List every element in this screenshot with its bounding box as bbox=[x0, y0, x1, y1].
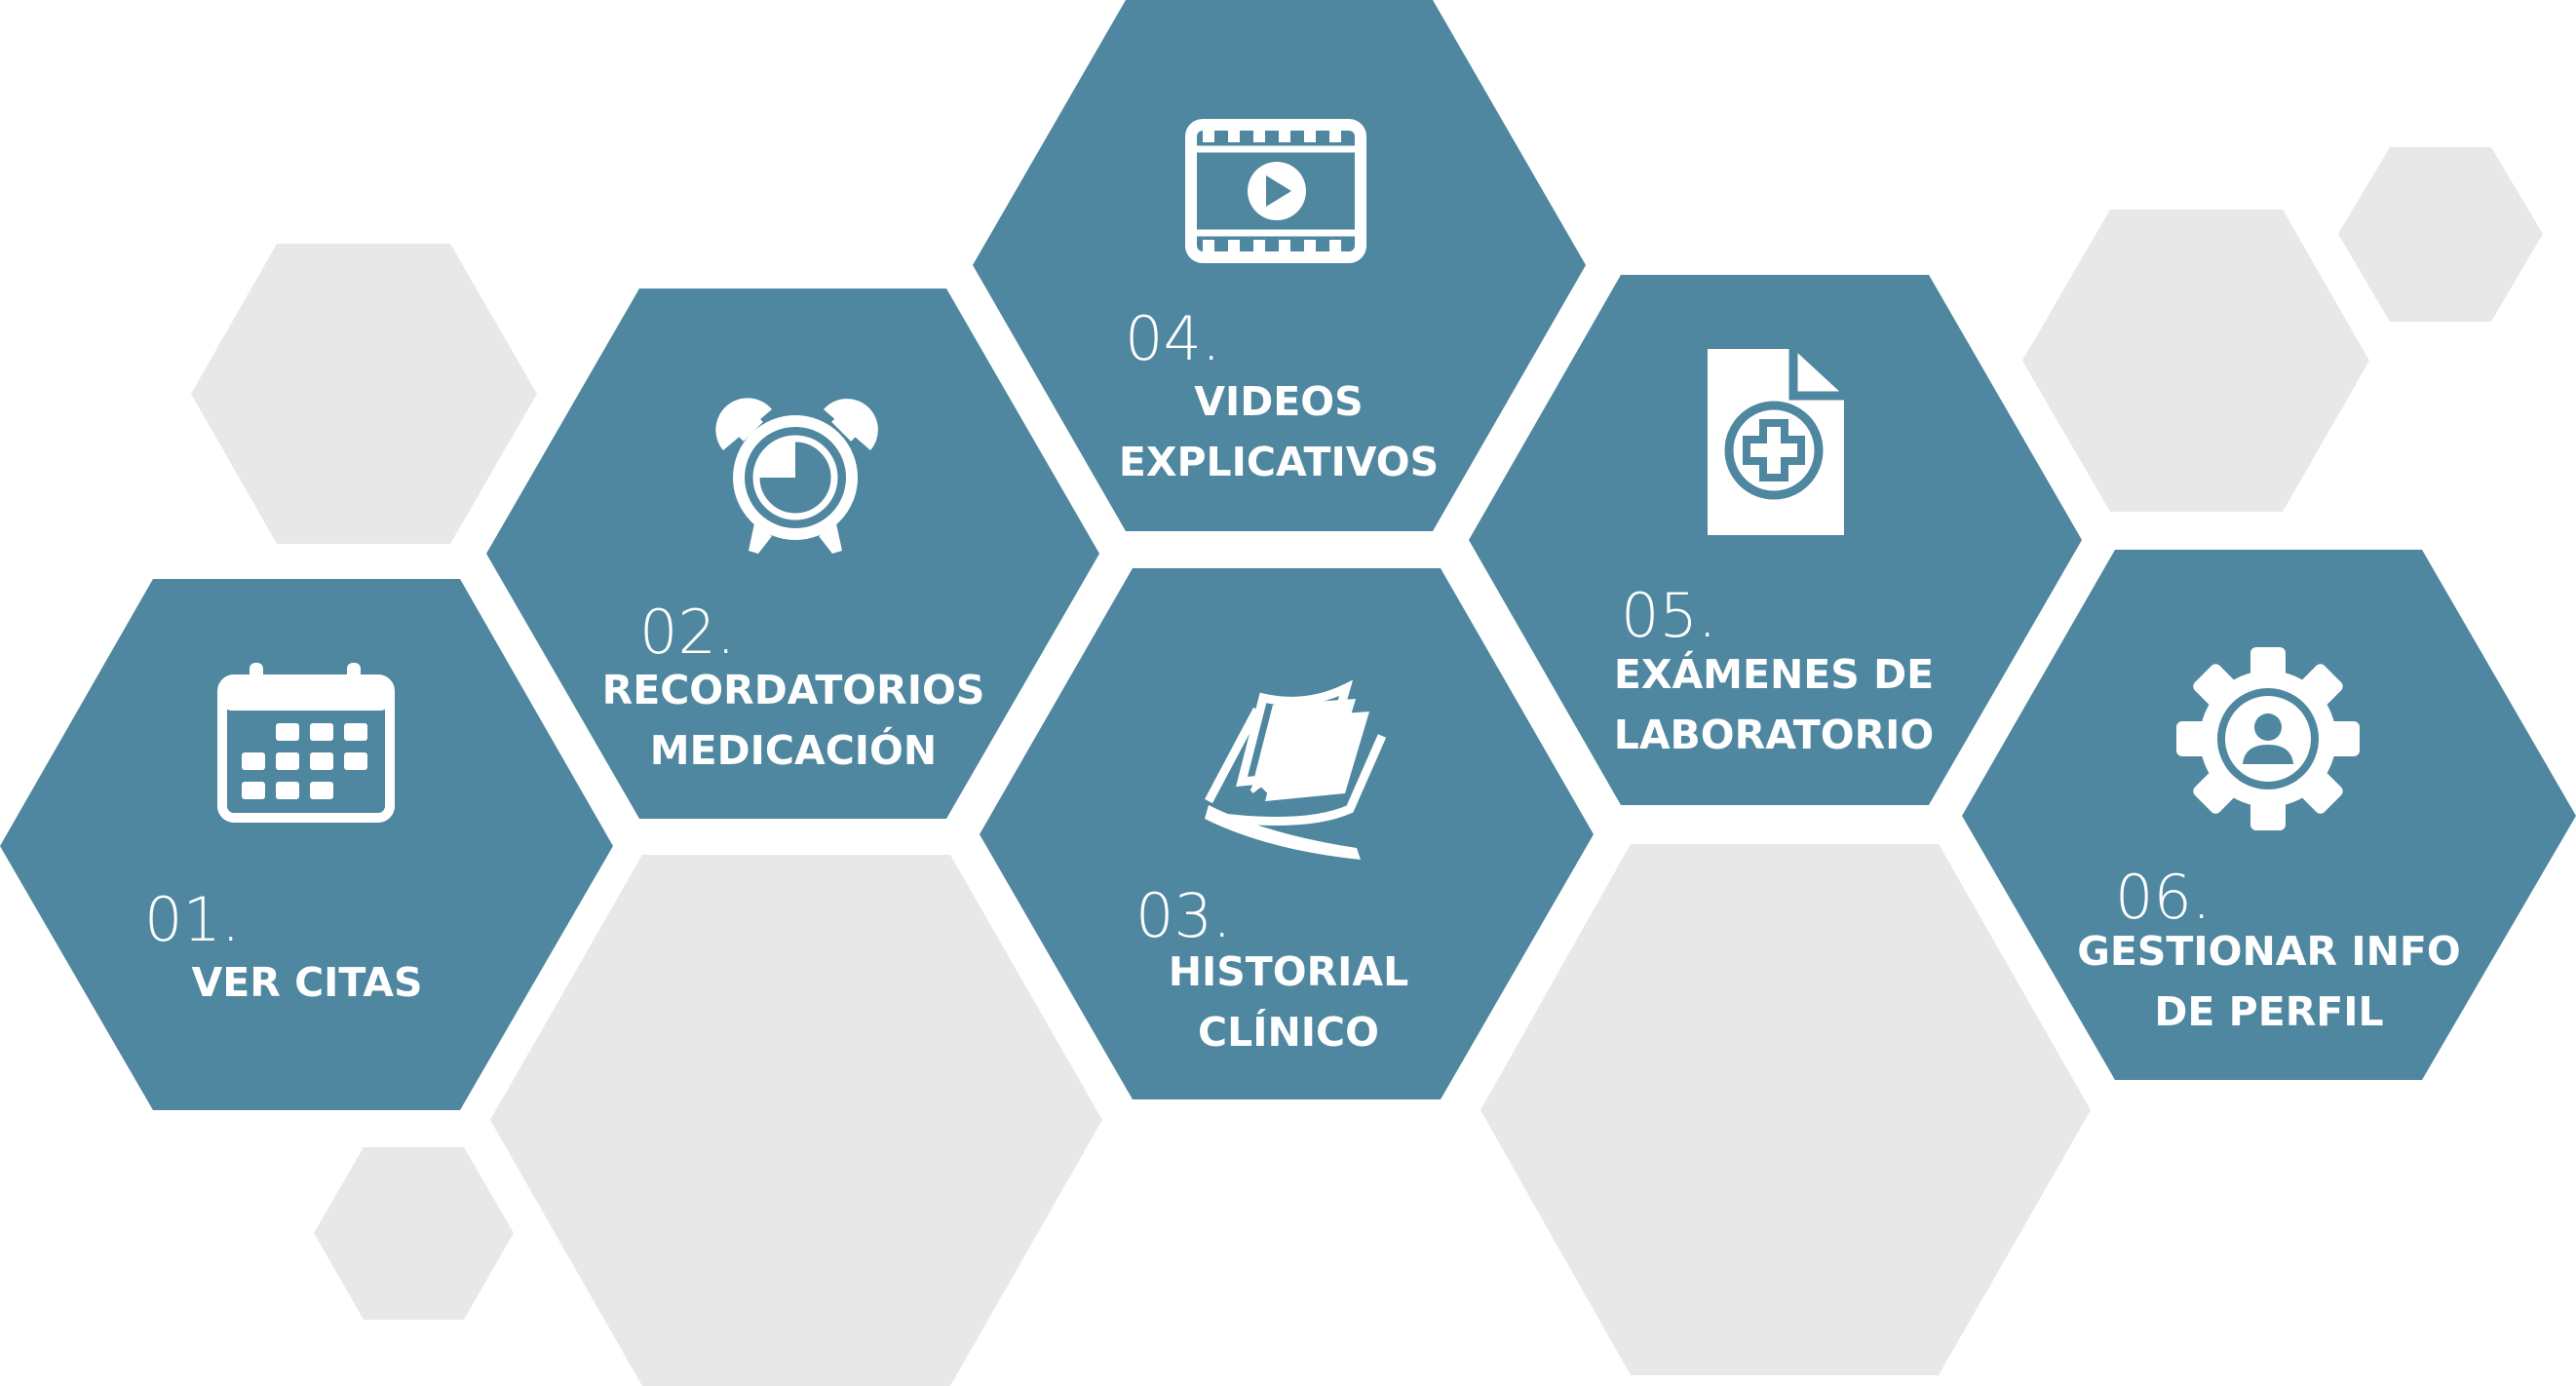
item-label-line1: VER CITAS bbox=[192, 959, 423, 1006]
hexagon-shape bbox=[973, 0, 1586, 531]
item-label-line2: CLÍNICO bbox=[1198, 1009, 1379, 1056]
item-number: 04. bbox=[1125, 303, 1221, 374]
item-label-line1: GESTIONAR INFO bbox=[2077, 928, 2461, 975]
hexagon-shape bbox=[1469, 275, 2082, 805]
video-film-icon bbox=[1185, 119, 1366, 263]
decor-hexagon bbox=[314, 1147, 514, 1320]
hexagon-item-05[interactable]: 05. EXÁMENES DE LABORATORIO bbox=[1469, 275, 2082, 805]
profile-gear-icon bbox=[2176, 647, 2360, 830]
decorative-hexagons bbox=[191, 147, 2543, 1386]
hexagon-item-01[interactable]: 01. VER CITAS bbox=[0, 579, 613, 1110]
hexagon-shape bbox=[0, 579, 613, 1110]
item-label-line1: RECORDATORIOS bbox=[602, 667, 985, 713]
hexagon-item-03[interactable]: 03. HISTORIAL CLÍNICO bbox=[980, 568, 1594, 1099]
hexagon-item-02[interactable]: 02. RECORDATORIOS MEDICACIÓN bbox=[486, 289, 1099, 819]
item-number: 06. bbox=[2115, 862, 2211, 933]
calendar-icon bbox=[217, 663, 395, 823]
item-label-line1: VIDEOS bbox=[1194, 378, 1363, 425]
item-number: 03. bbox=[1135, 880, 1232, 951]
item-number: 05. bbox=[1621, 580, 1717, 651]
alarm-clock-icon bbox=[715, 398, 878, 554]
item-label-line2: EXPLICATIVOS bbox=[1119, 439, 1439, 485]
hexagon-item-06[interactable]: 06. GESTIONAR INFO DE PERFIL bbox=[1962, 550, 2576, 1080]
item-number: 02. bbox=[639, 597, 736, 668]
decor-hexagon bbox=[1480, 844, 2091, 1375]
lab-document-icon bbox=[1708, 349, 1844, 535]
medical-records-icon bbox=[1205, 679, 1387, 860]
hexagon-shape bbox=[486, 289, 1099, 819]
item-number: 01. bbox=[144, 884, 241, 955]
item-label-line1: HISTORIAL bbox=[1169, 948, 1409, 995]
item-label-line2: MEDICACIÓN bbox=[650, 727, 937, 774]
decor-hexagon bbox=[2022, 210, 2369, 512]
decor-hexagon bbox=[490, 855, 1102, 1386]
hexagon-item-04[interactable]: 04. VIDEOS EXPLICATIVOS bbox=[973, 0, 1586, 531]
decor-hexagon bbox=[191, 244, 537, 544]
decor-hexagon bbox=[2338, 147, 2543, 322]
item-label-line1: EXÁMENES DE bbox=[1614, 651, 1934, 698]
item-label-line2: LABORATORIO bbox=[1614, 712, 1935, 758]
item-label-line2: DE PERFIL bbox=[2154, 988, 2383, 1035]
